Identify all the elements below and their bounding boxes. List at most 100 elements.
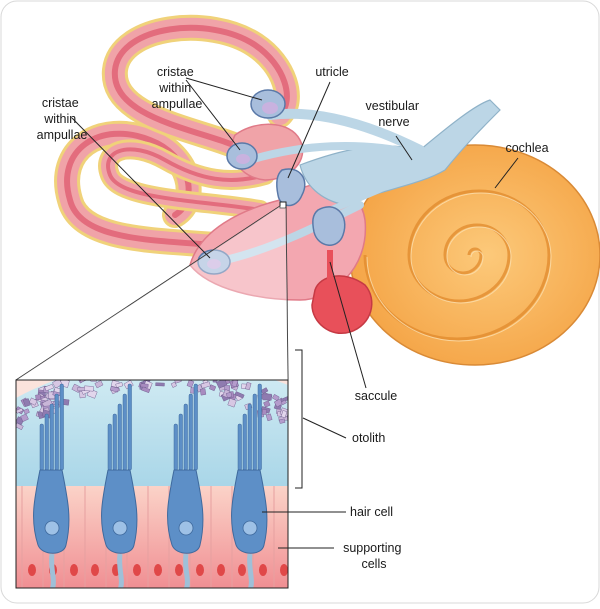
hair-cell <box>33 383 70 588</box>
otoconium <box>200 381 211 389</box>
stereocilium <box>127 383 132 471</box>
label-cristae-top-line1: cristae <box>157 65 194 79</box>
stereocilium <box>107 423 112 471</box>
hair-cell <box>101 383 138 588</box>
otoconium <box>77 386 86 392</box>
otoconium <box>140 383 149 388</box>
otoconium <box>279 418 286 424</box>
hair-cell <box>167 383 204 588</box>
otoconium <box>44 383 54 392</box>
label-vestibular-nerve-line2: nerve <box>378 115 409 129</box>
stereocilium <box>247 403 252 471</box>
stereocilium <box>188 393 193 471</box>
inset-border <box>15 379 289 589</box>
supporting-cell-nucleus <box>133 564 141 576</box>
otoconium <box>170 381 177 388</box>
nerve-fiber <box>247 553 254 588</box>
otoconium <box>199 388 207 396</box>
labels: cristae within ampullae cristae within a… <box>37 65 549 571</box>
stereocilium <box>49 403 54 471</box>
label-supporting-cells-line1: supporting <box>343 541 401 555</box>
nerve-fiber <box>49 553 56 588</box>
hair-cell-body <box>33 469 70 554</box>
crista-top <box>262 102 278 114</box>
hair-cell-body <box>231 469 268 554</box>
label-cristae-left-line2: within <box>43 112 76 126</box>
stereocilium <box>39 423 44 471</box>
stereocilium <box>44 413 49 471</box>
leader-saccule <box>329 261 367 389</box>
hair-cells <box>33 383 268 588</box>
leader-utricle <box>287 81 331 179</box>
leader-cochlea <box>494 157 519 189</box>
otoconium <box>52 380 63 389</box>
nerve-fiber <box>183 553 190 588</box>
otoconium <box>20 413 29 422</box>
supporting-cell-nucleus <box>175 564 183 576</box>
otoconium <box>115 382 124 388</box>
leader-vestibular-nerve <box>395 135 413 161</box>
utricle-saccule <box>276 168 373 335</box>
crista-left <box>207 259 221 269</box>
supporting-cell-nucleus <box>91 564 99 576</box>
label-hair-cell: hair cell <box>350 505 393 519</box>
otoconium <box>209 384 217 392</box>
otoconium <box>234 391 245 399</box>
crista-middle <box>236 154 250 164</box>
otoconium <box>212 380 218 383</box>
otoconium <box>226 392 233 399</box>
semicircular-canals <box>54 14 300 258</box>
stereocilium <box>59 383 64 471</box>
otoconium <box>262 393 272 401</box>
supporting-cell-nucleus <box>259 564 267 576</box>
label-cristae-left: cristae within ampullae <box>37 96 88 142</box>
otoconium <box>261 409 267 415</box>
stereocilium <box>122 393 127 471</box>
leader-cristae-top-1 <box>185 77 263 101</box>
stereocilium <box>173 423 178 471</box>
label-cristae-top-line2: within <box>158 81 191 95</box>
otoconium <box>265 413 273 422</box>
label-otolith: otolith <box>352 431 385 445</box>
otoconium <box>155 382 165 387</box>
supporting-cell-nucleus <box>70 564 78 576</box>
supporting-cell-nucleus <box>280 564 288 576</box>
label-saccule: saccule <box>355 389 397 403</box>
saccular-ampulla <box>312 206 346 246</box>
label-utricle: utricle <box>315 65 348 79</box>
leader-lines <box>71 77 519 549</box>
otoconium <box>216 380 228 389</box>
leader-cristae-top-2 <box>185 79 241 151</box>
otoconium <box>186 380 195 388</box>
hair-cell-nucleus <box>44 520 60 536</box>
cochlea-structure <box>349 144 600 366</box>
stereocilium <box>183 403 188 471</box>
hair-cell-body <box>167 469 204 554</box>
hair-cell-body <box>101 469 138 554</box>
label-cristae-top-line3: ampullae <box>152 97 203 111</box>
supporting-cell-nucleus <box>28 564 36 576</box>
nerve-fiber <box>117 553 124 588</box>
label-vestibular-nerve-line1: vestibular <box>366 99 420 113</box>
hair-cell-nucleus <box>242 520 258 536</box>
stereocilium <box>112 413 117 471</box>
supporting-cell-nucleus <box>154 564 162 576</box>
otoconium <box>280 410 288 418</box>
stereocilium <box>178 413 183 471</box>
macula-inset <box>16 380 288 588</box>
zoom-funnel <box>16 206 288 380</box>
otoconium <box>35 394 42 401</box>
label-supporting-cells-line2: cells <box>361 557 386 571</box>
label-cristae-left-line3: ampullae <box>37 128 88 142</box>
otoconium <box>94 380 104 389</box>
otoconium <box>16 407 24 414</box>
otoconium <box>23 408 30 415</box>
vestibular-nerve <box>221 99 501 264</box>
stereocilium <box>117 403 122 471</box>
utricle-structure <box>276 168 306 207</box>
label-cristae-left-line1: cristae <box>42 96 79 110</box>
label-supporting-cells: supporting cells <box>343 541 405 571</box>
stereocilium <box>237 423 242 471</box>
otoconium <box>280 399 287 406</box>
